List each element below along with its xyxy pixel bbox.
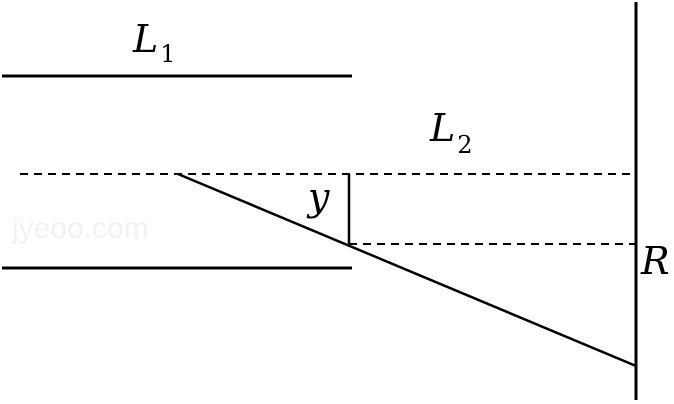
label-y: y — [306, 175, 330, 219]
label-l2: L2 — [429, 106, 473, 159]
watermark-text: jyeoo.com — [11, 212, 149, 245]
trajectory-line — [177, 172, 637, 368]
label-l1: L1 — [132, 17, 176, 68]
label-r: R — [640, 239, 670, 283]
